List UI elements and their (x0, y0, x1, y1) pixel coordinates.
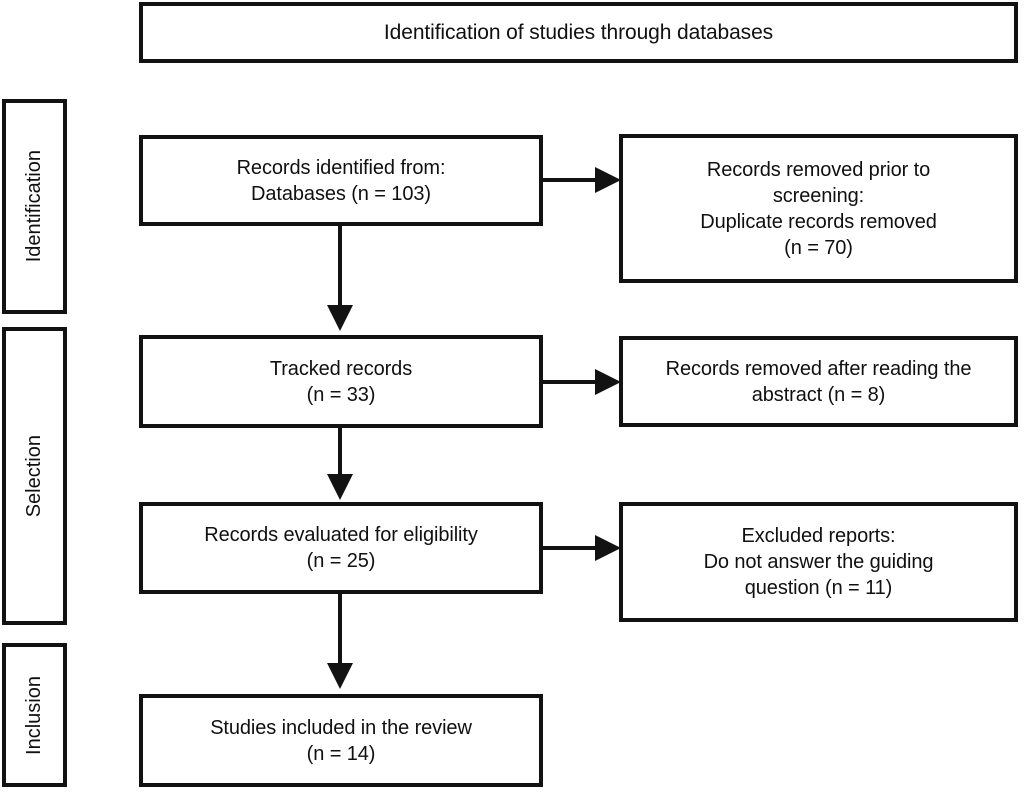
stage-label-identification: Identification (2, 99, 67, 314)
node-records-removed-abstract: Records removed after reading the abstra… (619, 336, 1018, 427)
node-line: Records removed after reading the (665, 357, 972, 380)
node-line: (n = 14) (306, 742, 376, 765)
node-line: Do not answer the guiding (703, 551, 934, 573)
connector-tracked-to-abstract-line (543, 380, 601, 384)
connector-eligibility-to-excluded-line (543, 546, 601, 550)
connector-identified-to-tracked-arrowhead (327, 305, 353, 331)
node-line: Records removed prior to (706, 158, 931, 181)
connector-eligibility-to-included-arrowhead (327, 663, 353, 689)
connector-tracked-to-eligibility-line (338, 428, 342, 480)
connector-eligibility-to-included-line (338, 594, 342, 668)
stage-label-inclusion-text: Inclusion (23, 675, 45, 755)
node-records-identified: Records identified from: Databases (n = … (139, 135, 543, 226)
connector-identified-to-removed-line (543, 178, 601, 182)
node-line: Databases (n = 103) (251, 182, 431, 205)
connector-identified-to-removed-arrowhead (595, 167, 621, 193)
node-line: (n = 70) (784, 236, 853, 259)
stage-label-inclusion: Inclusion (2, 643, 67, 787)
node-studies-included: Studies included in the review (n = 14) (139, 694, 543, 787)
connector-tracked-to-eligibility-arrowhead (327, 474, 353, 500)
node-records-evaluated: Records evaluated for eligibility (n = 2… (139, 502, 543, 594)
node-line: Tracked records (269, 357, 413, 380)
node-line: Studies included in the review (210, 716, 472, 739)
node-line: question (n = 11) (744, 577, 893, 599)
node-line: screening: (772, 184, 865, 207)
diagram-banner: Identification of studies through databa… (139, 2, 1018, 63)
node-line: Excluded reports: (741, 525, 896, 547)
node-line: (n = 33) (306, 383, 376, 406)
banner-title: Identification of studies through databa… (383, 20, 774, 44)
connector-identified-to-tracked-line (338, 226, 342, 310)
connector-eligibility-to-excluded-arrowhead (595, 535, 621, 561)
node-line: Records identified from: (236, 156, 446, 179)
node-line: abstract (n = 8) (751, 383, 886, 406)
stage-label-identification-text: Identification (23, 150, 45, 263)
connector-tracked-to-abstract-arrowhead (595, 369, 621, 395)
stage-label-selection-text: Selection (23, 434, 45, 518)
node-line: (n = 25) (306, 550, 376, 572)
node-tracked-records: Tracked records (n = 33) (139, 335, 543, 428)
node-line: Records evaluated for eligibility (204, 524, 478, 546)
node-line: Duplicate records removed (700, 210, 937, 233)
node-excluded-reports: Excluded reports: Do not answer the guid… (619, 502, 1018, 622)
node-records-removed-prior: Records removed prior to screening: Dupl… (619, 134, 1018, 283)
stage-label-selection: Selection (2, 327, 67, 625)
